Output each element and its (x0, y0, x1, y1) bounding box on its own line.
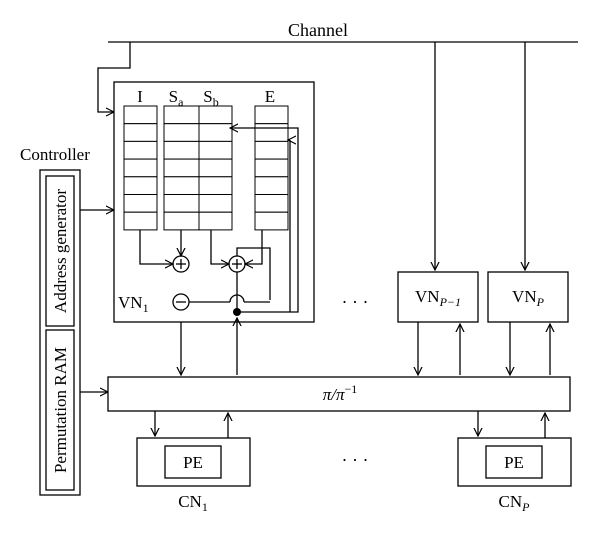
vn1-label: VN1 (118, 293, 149, 315)
memory-i-cell (123, 194, 158, 213)
memory-i-cell (123, 158, 158, 178)
memory-e-cell (254, 158, 289, 178)
vnp-label: VNP (512, 287, 545, 309)
memory-e-column (254, 105, 289, 231)
memory-sa-label: Sa (169, 87, 184, 109)
channel-label: Channel (288, 20, 348, 40)
memory-sa-cell (163, 211, 200, 231)
memory-i-label: I (137, 87, 143, 106)
cnp-label: CNP (499, 492, 531, 514)
memory-e-cell (254, 176, 289, 196)
memory-sa-cell (163, 105, 200, 125)
vnp1-box (397, 271, 479, 323)
memory-sb-cell (198, 123, 233, 142)
vnp1-label: VNP−1 (415, 287, 461, 309)
memory-sa-cell (163, 158, 200, 178)
memory-sb-cell (198, 211, 233, 231)
pe-2-label: PE (504, 453, 524, 472)
memory-sb-column (198, 105, 233, 231)
permutation-network-label: π/π−1 (323, 382, 358, 404)
memory-e-cell (254, 194, 289, 213)
pe-2-box (485, 445, 543, 479)
memory-sb-cell (198, 105, 233, 125)
memory-sb-cell (198, 176, 233, 196)
pe-1-label: PE (183, 453, 203, 472)
permutation-network-box (107, 376, 571, 412)
pe-1-box (164, 445, 222, 479)
memory-i-cell (123, 123, 158, 142)
memory-sa-cell (163, 140, 200, 160)
memory-sa-cell (163, 194, 200, 213)
cn-ellipsis: · · · (342, 450, 369, 470)
i-to-adder1-arrow (139, 230, 173, 264)
memory-sa-column (163, 105, 200, 231)
memory-i-cell (123, 176, 158, 196)
e-to-adder2-arrow (245, 230, 263, 264)
memory-sb-cell (198, 194, 233, 213)
memory-i-cell (123, 140, 158, 160)
vnp-box (487, 271, 569, 323)
memory-sb-label: Sb (203, 87, 218, 109)
adder2-feedback-line (236, 247, 271, 300)
memory-sb-cell (198, 140, 233, 160)
permutation-ram-label: Permutation RAM (51, 347, 70, 473)
sb-to-adder2-arrow (210, 230, 229, 264)
address-generator-box (45, 175, 75, 327)
memory-sa-cell (163, 123, 200, 142)
feedback-to-sb-arrow (230, 128, 299, 313)
memory-e-cell (254, 123, 289, 142)
vn-ellipsis: · · · (342, 292, 369, 312)
memory-i-column (123, 105, 158, 231)
address-generator-label: Address generator (51, 189, 70, 313)
memory-i-cell (123, 105, 158, 125)
controller-label: Controller (20, 145, 90, 164)
channel-to-vn1-arrow (97, 42, 131, 112)
permutation-ram-box (45, 329, 75, 491)
memory-e-cell (254, 211, 289, 231)
memory-sa-cell (163, 176, 200, 196)
memory-e-cell (254, 140, 289, 160)
memory-sb-cell (198, 158, 233, 178)
memory-e-label: E (265, 87, 275, 106)
memory-i-cell (123, 211, 158, 231)
memory-e-cell (254, 105, 289, 125)
cn1-label: CN1 (178, 492, 208, 514)
